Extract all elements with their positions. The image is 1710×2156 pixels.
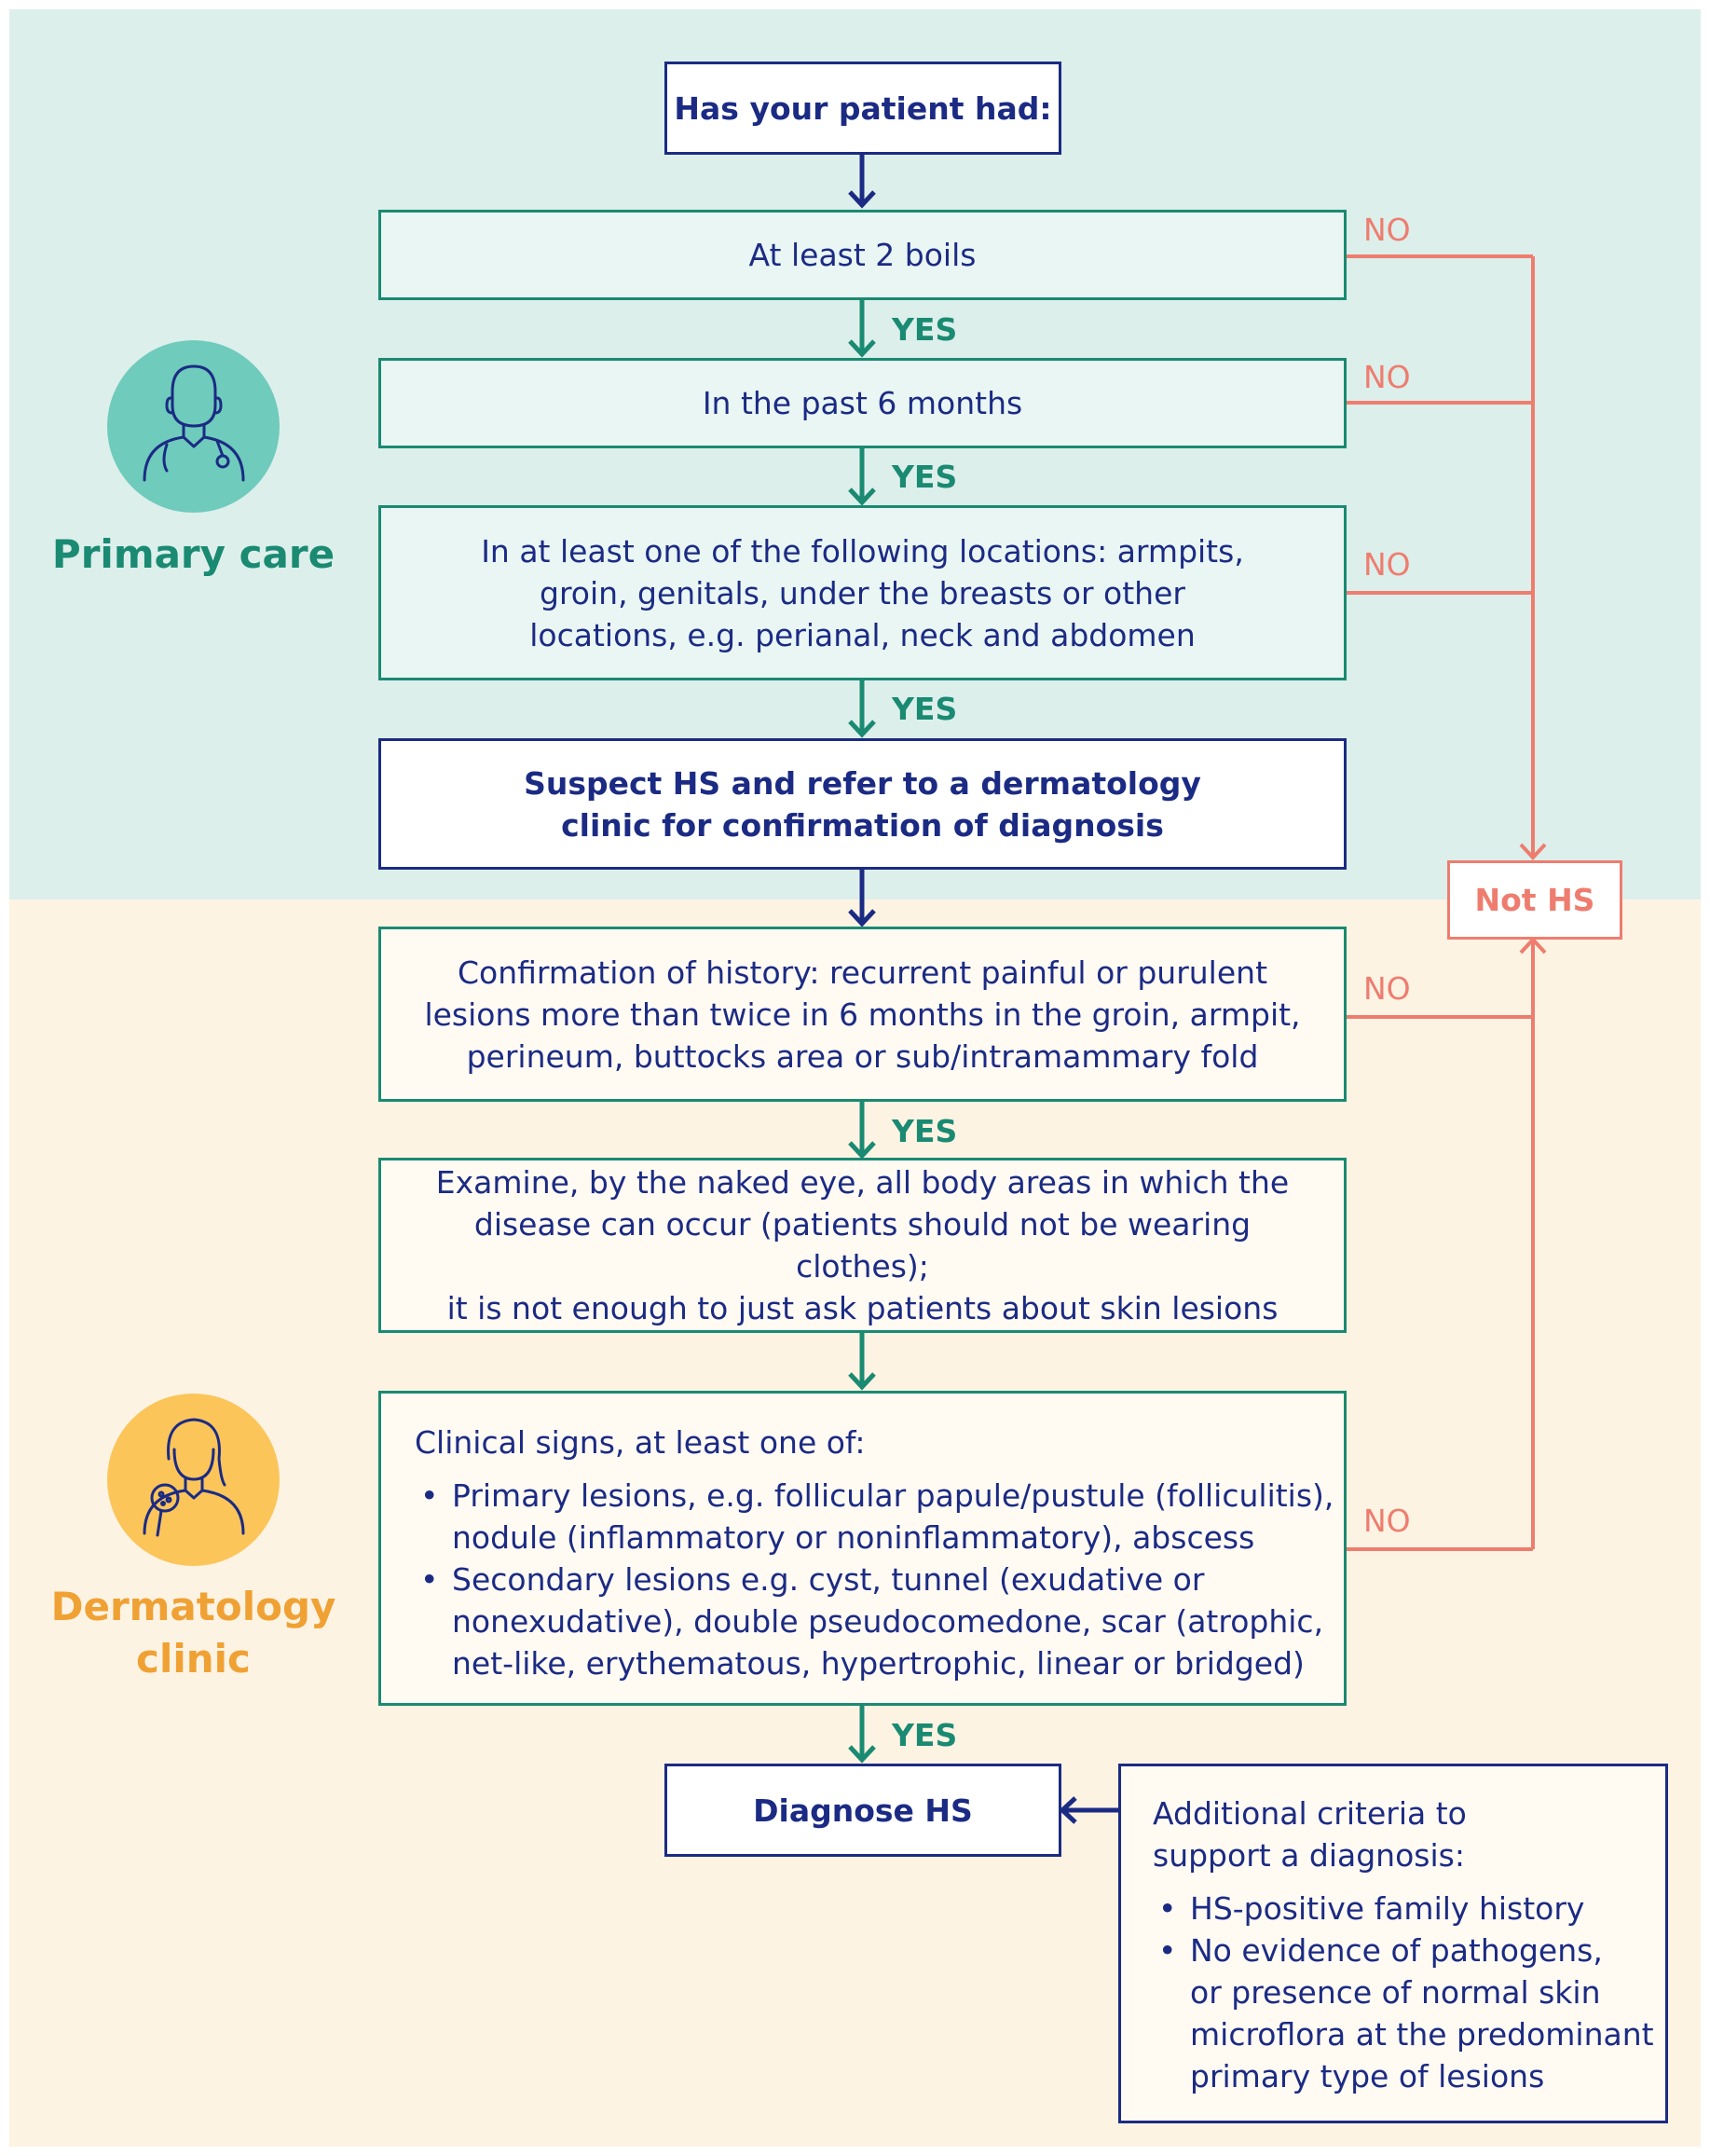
- yes-label: YES: [892, 311, 958, 348]
- clinical-item-line: nonexudative), double pseudocomedone, sc…: [452, 1603, 1324, 1640]
- clinical-list: Primary lesions, e.g. follicular papule/…: [415, 1475, 1334, 1684]
- yes-label: YES: [892, 1717, 958, 1753]
- clinical-signs-box: Clinical signs, at least one of: Primary…: [378, 1391, 1347, 1706]
- locations-line: groin, genitals, under the breasts or ot…: [540, 574, 1185, 611]
- refer-box: Suspect HS and refer to a dermatology cl…: [378, 738, 1347, 870]
- no-connectors: [1347, 254, 1547, 1551]
- additional-title-line: Additional criteria to: [1153, 1795, 1467, 1832]
- arrow-history-to-examine: [848, 1102, 876, 1160]
- additional-item-line: No evidence of pathogens,: [1190, 1932, 1603, 1969]
- yes-label: YES: [892, 1113, 958, 1149]
- start-box: Has your patient had:: [664, 62, 1061, 155]
- clinical-item-line: Primary lesions, e.g. follicular papule/…: [452, 1477, 1334, 1514]
- arrow-past6-to-locations: [848, 448, 876, 506]
- arrow-refer-to-history: [848, 870, 876, 927]
- no-label: NO: [1363, 212, 1411, 248]
- additional-list: HS-positive family history No evidence o…: [1153, 1888, 1654, 2097]
- arrow-locations-to-refer: [848, 680, 876, 738]
- additional-item-line: microflora at the predominant: [1190, 2016, 1654, 2053]
- boils-text: At least 2 boils: [748, 237, 977, 273]
- dermatologist-icon: [143, 1418, 245, 1537]
- no-trunk-bottom-head: [1519, 937, 1547, 954]
- yes-label: YES: [892, 691, 958, 727]
- no-label: NO: [1363, 359, 1411, 395]
- no-label: NO: [1363, 546, 1411, 583]
- locations-line: In at least one of the following locatio…: [481, 532, 1244, 570]
- arrow-clinical-to-diagnose: [848, 1706, 876, 1764]
- history-line: Confirmation of history: recurrent painf…: [457, 954, 1268, 991]
- clinical-item-primary: Primary lesions, e.g. follicular papule/…: [415, 1475, 1334, 1559]
- locations-box: In at least one of the following locatio…: [378, 505, 1347, 680]
- dermatology-label-line1: Dermatology: [50, 1584, 336, 1629]
- arrow-start-to-boils: [848, 155, 876, 209]
- refer-line: Suspect HS and refer to a dermatology: [524, 764, 1201, 802]
- no-trunk-top-head: [1519, 843, 1547, 860]
- clinical-item-line: Secondary lesions e.g. cyst, tunnel (exu…: [452, 1561, 1205, 1598]
- dermatology-label-line2: clinic: [136, 1636, 251, 1682]
- additional-item-line: or presence of normal skin: [1190, 1974, 1601, 2011]
- vertical-arrows: [848, 155, 1118, 1824]
- additional-item-family: HS-positive family history: [1153, 1888, 1654, 1929]
- clinical-item-secondary: Secondary lesions e.g. cyst, tunnel (exu…: [415, 1559, 1334, 1684]
- arrow-examine-to-clinical: [848, 1333, 876, 1391]
- dermatology-clinic-label: Dermatology clinic: [37, 1581, 349, 1685]
- clinical-item-line: net-like, erythematous, hypertrophic, li…: [452, 1645, 1305, 1682]
- yes-label: YES: [892, 459, 958, 495]
- primary-care-label: Primary care: [51, 531, 335, 577]
- locations-line: locations, e.g. perianal, neck and abdom…: [529, 616, 1196, 653]
- not-hs-text: Not HS: [1474, 882, 1595, 918]
- arrow-additional-to-diagnose: [1059, 1796, 1118, 1824]
- clinical-item-line: nodule (inflammatory or noninflammatory)…: [452, 1519, 1255, 1556]
- examine-box: Examine, by the naked eye, all body area…: [378, 1158, 1347, 1333]
- examine-line: it is not enough to just ask patients ab…: [446, 1290, 1279, 1326]
- additional-item-line: HS-positive family history: [1190, 1890, 1585, 1927]
- past6-text: In the past 6 months: [702, 385, 1023, 421]
- not-hs-box: Not HS: [1447, 860, 1622, 940]
- diagnose-text: Diagnose HS: [753, 1792, 973, 1829]
- start-text: Has your patient had:: [674, 89, 1052, 127]
- arrow-boils-to-past6: [848, 300, 876, 358]
- additional-item-line: primary type of lesions: [1190, 2058, 1545, 2094]
- clinical-title: Clinical signs, at least one of:: [415, 1424, 866, 1461]
- additional-title-line: support a diagnosis:: [1153, 1837, 1465, 1874]
- boils-box: At least 2 boils: [378, 210, 1347, 300]
- no-label: NO: [1363, 1503, 1411, 1539]
- history-line: lesions more than twice in 6 months in t…: [424, 996, 1301, 1033]
- additional-criteria-box: Additional criteria to support a diagnos…: [1118, 1764, 1668, 2123]
- doctor-icon: [143, 364, 245, 482]
- dermatology-circle: [107, 1394, 280, 1566]
- refer-line: clinic for confirmation of diagnosis: [561, 806, 1164, 844]
- history-box: Confirmation of history: recurrent painf…: [378, 927, 1347, 1102]
- no-label: NO: [1363, 970, 1411, 1007]
- past6-box: In the past 6 months: [378, 358, 1347, 448]
- diagnose-box: Diagnose HS: [664, 1764, 1061, 1857]
- examine-line: Examine, by the naked eye, all body area…: [435, 1164, 1290, 1201]
- primary-care-circle: [107, 340, 280, 513]
- additional-item-pathogens: No evidence of pathogens, or presence of…: [1153, 1929, 1654, 2097]
- examine-line: disease can occur (patients should not b…: [473, 1206, 1252, 1284]
- history-line: perineum, buttocks area or sub/intramamm…: [466, 1037, 1259, 1075]
